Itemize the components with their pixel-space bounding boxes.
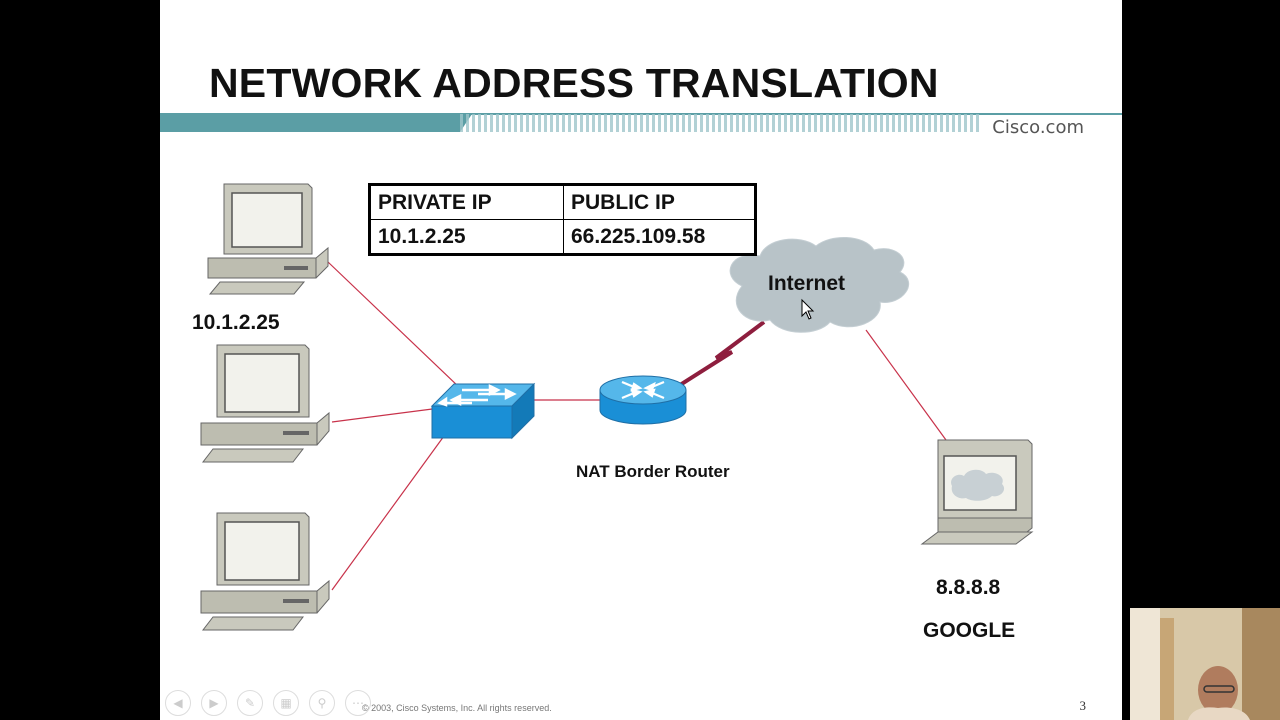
network-links <box>327 261 947 591</box>
header-bar <box>160 113 1122 132</box>
router-icon <box>599 375 687 425</box>
page-number: 3 <box>1079 698 1087 713</box>
cloud-icon <box>729 236 910 333</box>
see-all-slides-button[interactable]: ▦ <box>273 690 299 716</box>
network-diagram <box>160 113 1122 631</box>
presenter-video <box>1130 608 1280 720</box>
link-router-internet-serial <box>678 320 766 387</box>
slide: NETWORK ADDRESS TRANSLATION Cisco.com PR… <box>160 0 1122 720</box>
link-pc1-switch <box>327 261 461 389</box>
more-options-button[interactable]: ⋯ <box>345 690 371 716</box>
computer-icon <box>200 344 330 463</box>
previous-slide-button[interactable]: ◀ <box>165 690 191 716</box>
next-slide-button[interactable]: ▶ <box>201 690 227 716</box>
zoom-button[interactable]: ⚲ <box>309 690 335 716</box>
link-internet-server <box>865 329 947 441</box>
server-ip-label: 8.8.8.8 <box>936 576 1001 599</box>
computer-icon <box>207 183 329 295</box>
server-name-label: GOOGLE <box>923 619 1016 642</box>
link-pc2-switch <box>331 407 441 423</box>
webcam-overlay <box>1130 608 1280 720</box>
switch-icon <box>430 382 536 440</box>
table-row: 10.1.2.25 66.225.109.58 <box>369 219 756 255</box>
pen-tool-button[interactable]: ✎ <box>237 690 263 716</box>
nat-translation-table: PRIVATE IP PUBLIC IP 10.1.2.25 66.225.10… <box>368 183 757 256</box>
table-header-cell: PUBLIC IP <box>563 184 756 220</box>
table-header-cell: PRIVATE IP <box>369 184 564 220</box>
link-pc3-switch <box>331 435 445 591</box>
slide-title: NETWORK ADDRESS TRANSLATION <box>209 60 939 106</box>
table-cell: 10.1.2.25 <box>369 219 564 255</box>
router-label: NAT Border Router <box>576 462 730 481</box>
pc1-ip-label: 10.1.2.25 <box>192 311 280 334</box>
table-cell: 66.225.109.58 <box>563 219 756 255</box>
internet-label: Internet <box>768 272 846 295</box>
mouse-pointer-icon <box>801 298 815 320</box>
table-header-row: PRIVATE IP PUBLIC IP <box>369 184 756 220</box>
computer-icon <box>200 512 330 631</box>
server-icon <box>920 439 1034 545</box>
copyright-notice: © 2003, Cisco Systems, Inc. All rights r… <box>362 703 552 713</box>
brand-text: Cisco.com <box>992 117 1084 138</box>
